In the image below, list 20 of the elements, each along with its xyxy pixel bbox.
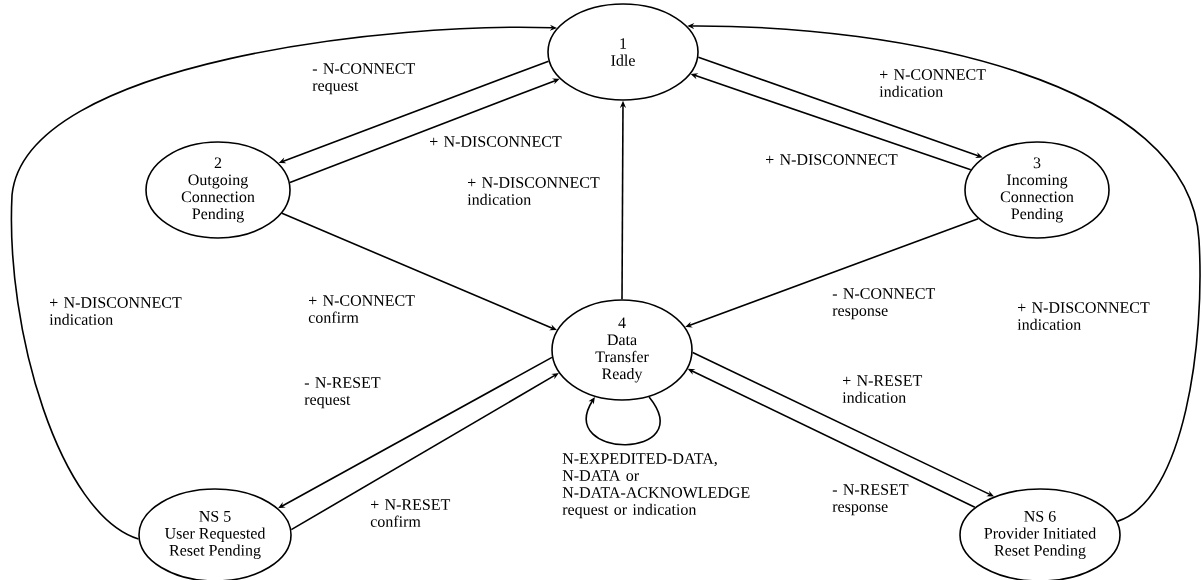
edge-label: + N-RESET confirm [370,499,451,527]
edge-label: - N-RESET response [832,484,909,516]
edge-label: + N-DISCONNECT [430,136,562,147]
arrow [290,373,559,531]
arrow [281,212,557,331]
arrow [278,356,553,509]
edge-label: + N-CONNECT confirm [308,295,415,323]
edge-label: + N-RESET indication [842,375,923,403]
edge-label: + N-DISCONNECT indication [49,297,182,325]
edge-label: + N-CONNECT indication [879,69,986,97]
edge-label: - N-CONNECT request [312,63,415,95]
edge-label: N-EXPEDITED-DATA, N-DATA or N-DATA-ACKNOWLEDGE request or indication [562,453,750,519]
edge-label: + N-DISCONNECT [766,154,898,165]
loop-arrow [586,396,661,446]
edge-label: - N-RESET request [304,377,381,409]
edge-label: + N-DISCONNECT indication [467,177,600,205]
arrow [685,217,979,328]
edge-label: - N-CONNECT response [832,288,935,320]
edge-label: + N-DISCONNECT indication [1017,302,1150,330]
arrow [10,24,557,540]
